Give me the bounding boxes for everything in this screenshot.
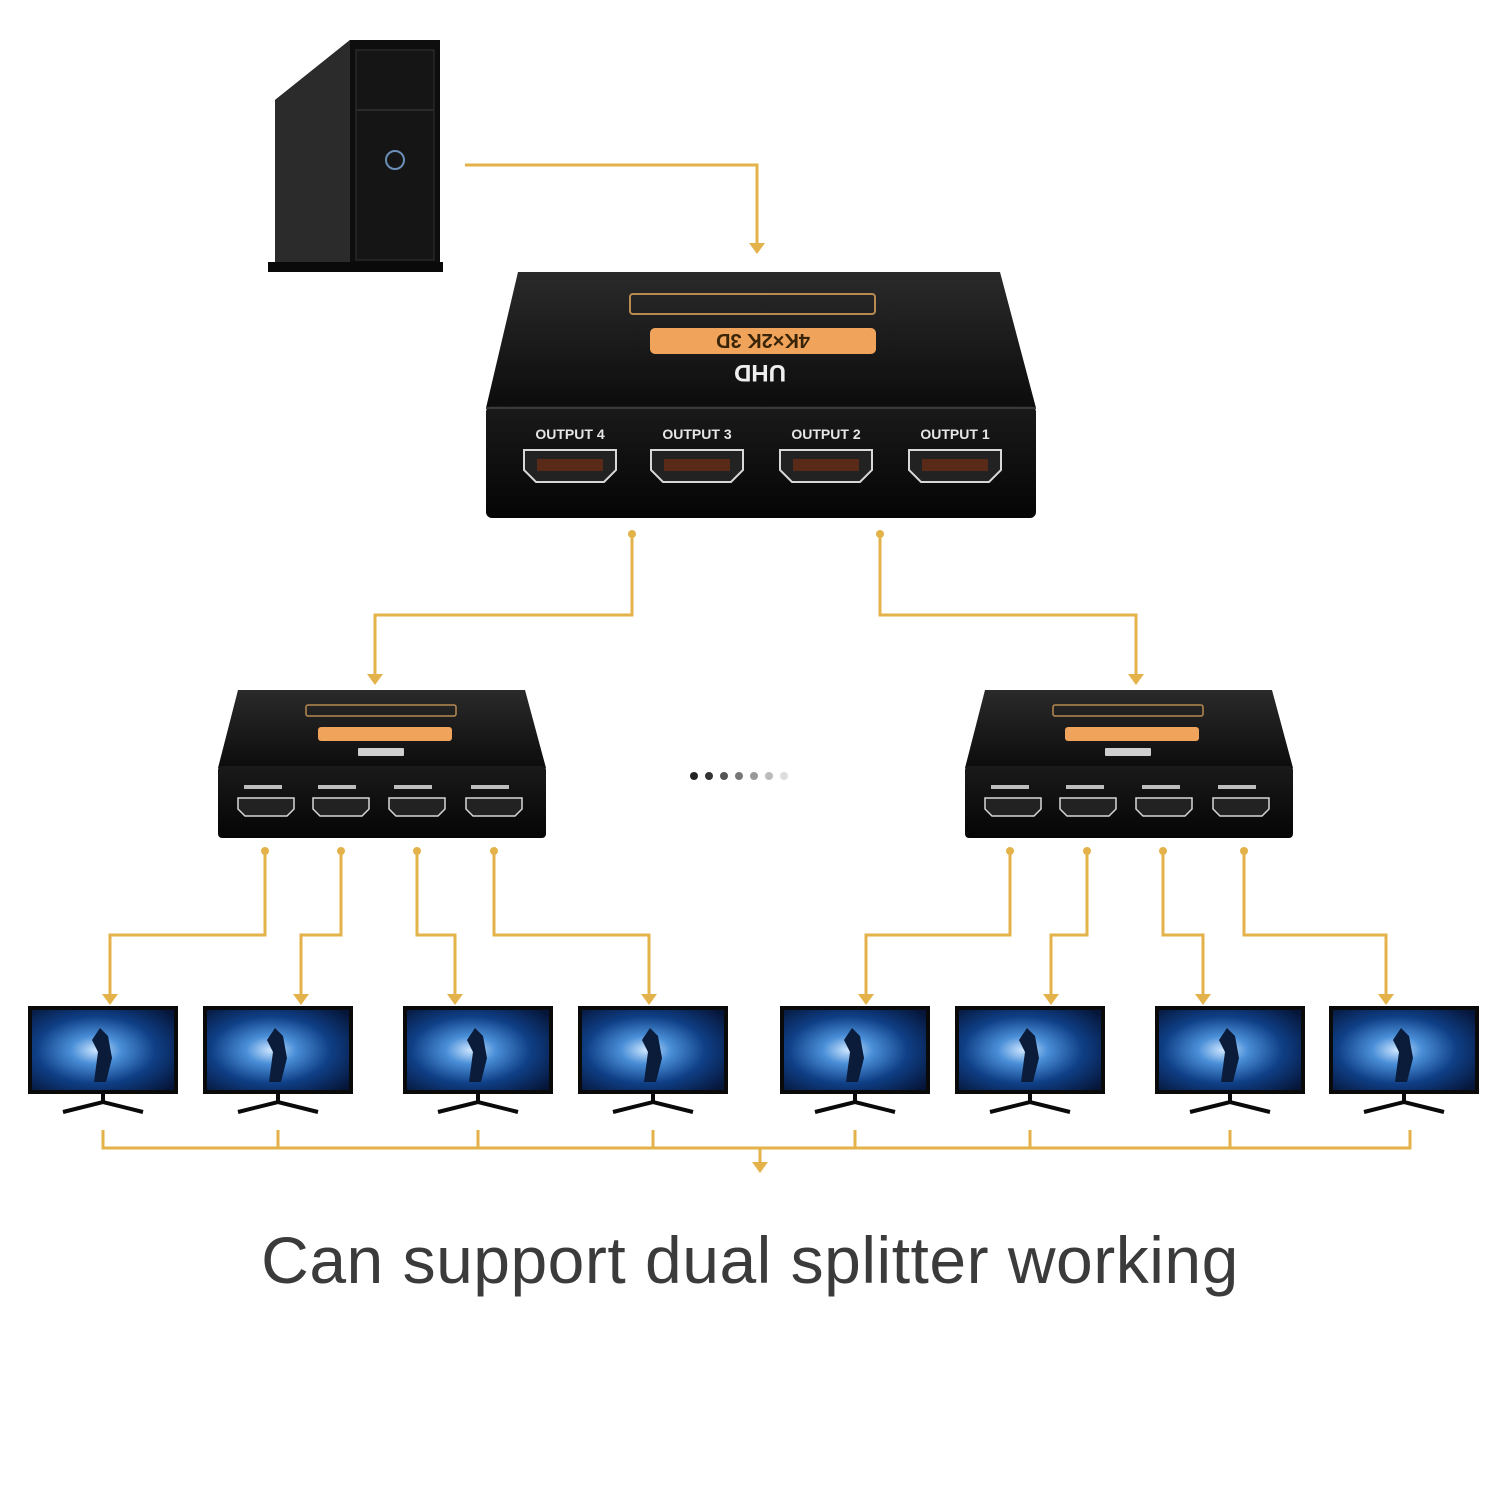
splitter-to-right-line [878,532,1138,676]
left-splitter [218,690,546,838]
monitor-icon [955,1006,1105,1114]
hdmi-port [984,797,1042,817]
model-plate [1052,704,1204,717]
hdmi-port [523,449,617,483]
hdmi-port [1212,797,1270,817]
monitor-icon [203,1006,353,1114]
monitor-icon [780,1006,930,1114]
source-to-splitter-line [465,163,759,245]
monitor-icon [403,1006,553,1114]
monitor-icon [28,1006,178,1114]
pc-tower-icon [268,40,443,272]
port-label-output-2: OUTPUT 2 [791,426,860,442]
monitor-bus-line [101,1130,1412,1150]
monitor-icon [1329,1006,1479,1114]
splitter-to-left-line [373,532,634,676]
caption: Can support dual splitter working [261,1223,1239,1297]
hdmi-port [779,449,873,483]
hdmi-port [237,797,295,817]
port-label-output-1: OUTPUT 1 [920,426,989,442]
badge-text: 4K×2K 3D [716,329,810,351]
hdmi-port [465,797,523,817]
monitor-icon [1155,1006,1305,1114]
model-plate [305,704,457,717]
connector-arrowheads [102,243,1394,1173]
port-label-output-3: OUTPUT 3 [662,426,731,442]
hdmi-port [388,797,446,817]
hdmi-port [650,449,744,483]
brand-text: UHD [734,359,786,386]
pagination-dots-icon [690,772,788,780]
badge [318,727,452,741]
right-splitter [965,690,1293,838]
model-plate [629,293,876,315]
connector-lines [101,163,1412,1164]
port-label-output-4: OUTPUT 4 [535,426,604,442]
hdmi-port [1135,797,1193,817]
brand-mark [358,748,404,756]
main-splitter: 4K×2K 3D UHD OUTPUT 4 OUTPUT 3 OUTPUT 2 … [486,272,1036,518]
monitor-icon [578,1006,728,1114]
badge [1065,727,1199,741]
hdmi-port [1059,797,1117,817]
brand-mark [1105,748,1151,756]
hdmi-port [312,797,370,817]
badge [650,328,876,354]
hdmi-port [908,449,1002,483]
